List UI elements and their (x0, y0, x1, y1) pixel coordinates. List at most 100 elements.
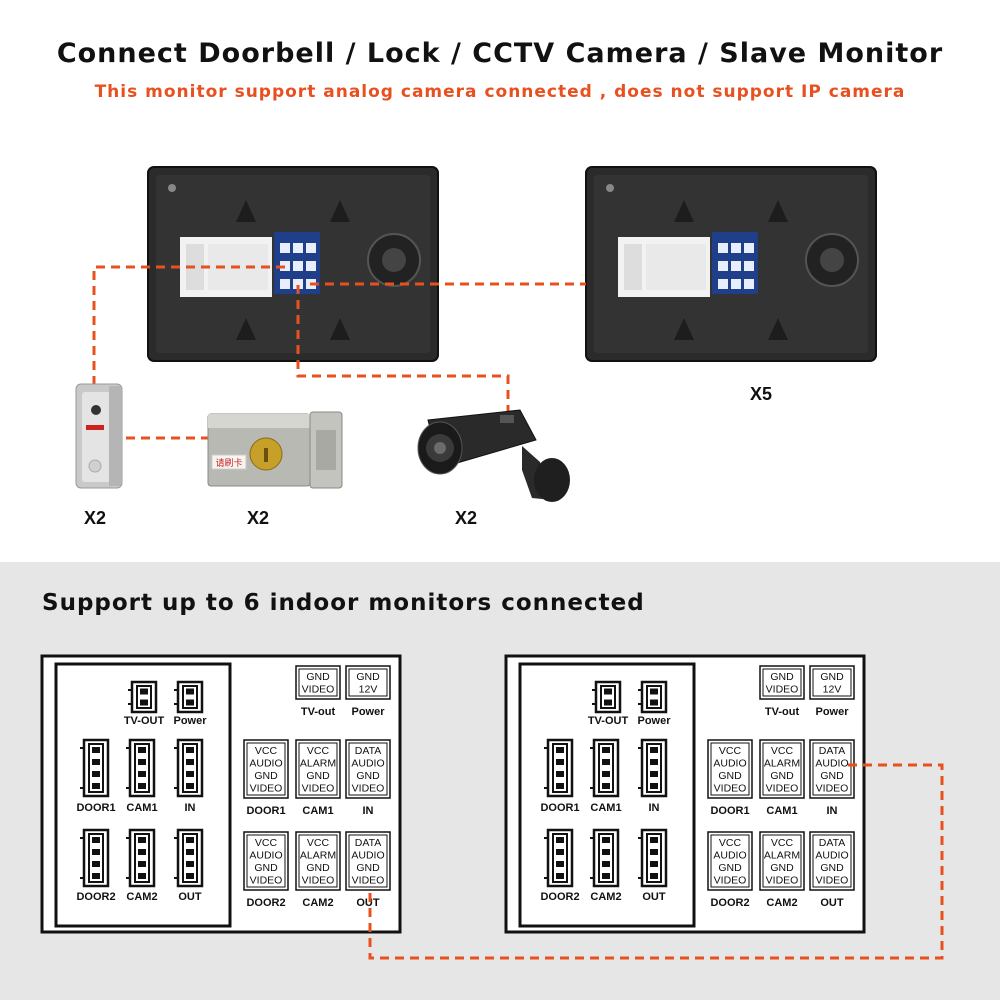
cctv-camera (417, 409, 570, 502)
terminal-pin-label: AUDIO (815, 758, 848, 770)
camera-quantity: X2 (455, 508, 478, 528)
terminal-pin-label: VIDEO (352, 875, 385, 887)
power-connector (174, 680, 204, 714)
page-title: Connect Doorbell / Lock / CCTV Camera / … (56, 38, 944, 69)
terminal-pin-label: AUDIO (351, 850, 384, 862)
in-connector (174, 738, 204, 798)
terminal-pin-label: VIDEO (250, 783, 283, 795)
tv-out-port-label: TV-OUT (588, 715, 629, 727)
terminal-pin-label: GND (306, 862, 330, 874)
tv-out-connector (592, 680, 622, 714)
terminal-pin-label: DATA (819, 837, 845, 849)
terminal-pin-label: VCC (719, 837, 742, 849)
terminal-pin-label: GND (820, 671, 844, 683)
terminal-pin-label: GND (254, 770, 278, 782)
terminal-pin-label: ALARM (300, 758, 336, 770)
cam2-connector (590, 828, 620, 888)
electric-lock: 请刷卡 (207, 411, 343, 489)
terminal-pin-label: AUDIO (815, 850, 848, 862)
terminal-pin-label: VIDEO (766, 875, 799, 887)
terminal-pin-label: VCC (255, 745, 278, 757)
cam2-port-label: CAM2 (590, 891, 621, 903)
terminal-name-label: CAM2 (766, 897, 797, 909)
door1-connector (80, 738, 110, 798)
power-port-label: Power (173, 715, 207, 727)
in-connector (638, 738, 668, 798)
terminal-name-label: IN (363, 805, 374, 817)
terminal-pin-label: GND (718, 770, 742, 782)
terminal-pin-label: VIDEO (714, 783, 747, 795)
door1-port-label: DOOR1 (540, 802, 579, 814)
terminal-pin-label: DATA (355, 745, 381, 757)
terminal-pin-label: DATA (819, 745, 845, 757)
terminal-pin-label: 12V (823, 684, 842, 696)
cam1-connector (590, 738, 620, 798)
door2-connector (544, 828, 574, 888)
terminal-pin-label: VIDEO (766, 783, 799, 795)
terminal-name-label: DOOR2 (246, 897, 285, 909)
terminal-name-label: TV-out (301, 706, 336, 718)
terminal-name-label: DOOR1 (246, 805, 285, 817)
out-connector (638, 828, 668, 888)
terminal-name-label: OUT (356, 897, 380, 909)
cam1-port-label: CAM1 (126, 802, 157, 814)
terminal-pin-label: VIDEO (302, 783, 335, 795)
terminal-pin-label: ALARM (764, 758, 800, 770)
cam2-port-label: CAM2 (126, 891, 157, 903)
terminal-name-label: DOOR2 (710, 897, 749, 909)
in-out-link-wire (368, 763, 944, 960)
out-connector (174, 828, 204, 888)
terminal-pin-label: GND (356, 862, 380, 874)
terminal-pin-label: GND (356, 671, 380, 683)
terminal-pin-label: 12V (359, 684, 378, 696)
terminal-pin-label: ALARM (300, 850, 336, 862)
terminal-pin-label: GND (254, 862, 278, 874)
power-port-label: Power (637, 715, 671, 727)
section-title: Support up to 6 indoor monitors connecte… (42, 590, 645, 616)
terminal-name-label: TV-out (765, 706, 800, 718)
terminal-pin-label: VCC (771, 837, 794, 849)
out-port-label: OUT (178, 891, 202, 903)
terminal-pin-label: AUDIO (713, 850, 746, 862)
terminal-pin-label: ALARM (764, 850, 800, 862)
connection-wires (92, 265, 586, 440)
in-port-label: IN (649, 802, 660, 814)
terminal-pin-label: VCC (307, 745, 330, 757)
door2-port-label: DOOR2 (76, 891, 115, 903)
terminal-pin-label: GND (718, 862, 742, 874)
doorbell-quantity: X2 (84, 508, 107, 528)
lock-quantity: X2 (247, 508, 270, 528)
terminal-pin-label: GND (820, 862, 844, 874)
door1-connector (544, 738, 574, 798)
terminal-pin-label: VCC (719, 745, 742, 757)
terminal-pin-label: GND (770, 770, 794, 782)
terminal-name-label: CAM2 (302, 897, 333, 909)
terminal-pin-label: AUDIO (249, 850, 282, 862)
doorbell-outdoor-unit (75, 383, 123, 489)
cam2-connector (126, 828, 156, 888)
terminal-name-label: OUT (820, 897, 844, 909)
connection-illustration: 请刷卡 (75, 166, 877, 502)
terminal-pin-label: VIDEO (250, 875, 283, 887)
tv-out-connector (128, 680, 158, 714)
terminal-pin-label: VIDEO (714, 875, 747, 887)
terminal-pin-label: VIDEO (352, 783, 385, 795)
terminal-pin-label: GND (356, 770, 380, 782)
terminal-pin-label: DATA (355, 837, 381, 849)
terminal-pin-label: VIDEO (816, 875, 849, 887)
terminal-pin-label: AUDIO (351, 758, 384, 770)
terminal-pin-label: VCC (307, 837, 330, 849)
